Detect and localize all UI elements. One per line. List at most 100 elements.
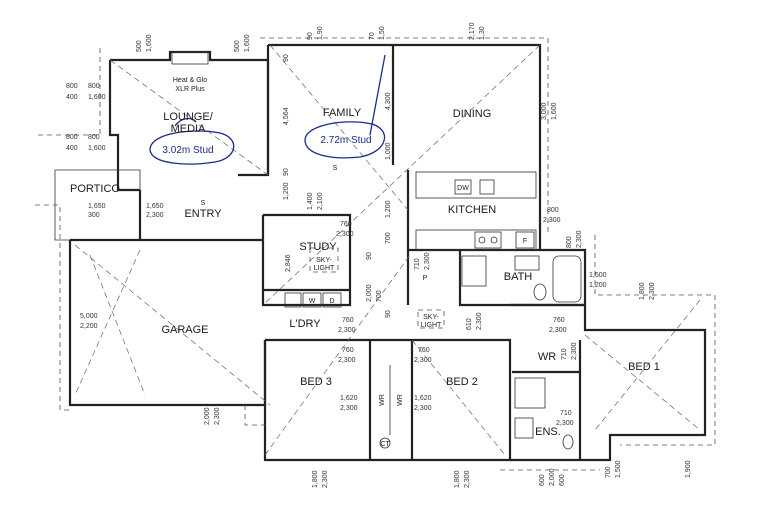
fireplace-model: XLR Plus bbox=[175, 86, 205, 93]
family-smoke-marker: S bbox=[333, 165, 338, 172]
dimension: 760 bbox=[342, 347, 354, 354]
ink-annotations bbox=[149, 54, 386, 165]
notes: Heat & Glo XLR Plus 3.02m Stud 2.72m Stu… bbox=[162, 77, 527, 448]
hip-line-6 bbox=[264, 254, 411, 456]
dimension: 2,300 bbox=[549, 327, 567, 334]
dryer-label: D bbox=[329, 298, 334, 305]
dimension: 760 bbox=[342, 317, 354, 324]
dimension: 800 bbox=[66, 134, 78, 141]
dimension: 610 bbox=[466, 318, 473, 330]
dimension: 1,800 bbox=[454, 470, 461, 488]
dimension: 1,500 bbox=[615, 460, 622, 478]
laundry-label: L'DRY bbox=[289, 318, 321, 330]
roofline-east bbox=[594, 235, 716, 446]
dimension: 2,300 bbox=[414, 357, 432, 364]
garage-label: GARAGE bbox=[161, 324, 208, 336]
dryer-icon bbox=[322, 292, 342, 308]
dimension: 2,300 bbox=[338, 327, 356, 334]
dimensions: 500 1,600 500 1,600 90 1,90 70 1,50 2,17… bbox=[66, 22, 692, 488]
hip-line-7 bbox=[411, 339, 506, 456]
dimension: 400 bbox=[66, 94, 78, 101]
skylight-label-2: LIGHT bbox=[314, 265, 335, 272]
dimension: 1,900 bbox=[685, 460, 692, 478]
ensuite-shower-icon bbox=[514, 377, 546, 409]
room-labels: LOUNGE/ MEDIA FAMILY DINING PORTICO ENTR… bbox=[70, 107, 660, 438]
ink-stroke bbox=[369, 54, 386, 136]
dimension: 1,600 bbox=[244, 34, 251, 52]
hip-line-8 bbox=[584, 334, 701, 431]
dimension: 2,300 bbox=[146, 212, 164, 219]
dimension: 1,200 bbox=[385, 200, 392, 218]
media-label: MEDIA bbox=[171, 123, 207, 135]
dimension: 2,300 bbox=[576, 230, 583, 248]
dimension: 2,300 bbox=[322, 470, 329, 488]
dimension: 1,620 bbox=[414, 395, 432, 402]
dimension: 1,000 bbox=[385, 142, 392, 160]
dimension: 2,170 bbox=[469, 22, 476, 40]
dimension: 1,90 bbox=[317, 26, 324, 40]
dimension: 2,300 bbox=[214, 407, 221, 425]
robe-label: WR bbox=[397, 394, 404, 406]
dimension: 2,300 bbox=[424, 252, 431, 270]
entry-label: ENTRY bbox=[184, 208, 222, 220]
skylight-hall-icon bbox=[417, 309, 445, 329]
dimension: 710 bbox=[561, 348, 568, 360]
ensuite-toilet-icon bbox=[562, 434, 574, 450]
hall-skylight-label: SKY- bbox=[423, 314, 439, 321]
dimension: 2,300 bbox=[571, 342, 578, 360]
dimension: 90 bbox=[283, 54, 290, 62]
dimension: 2,300 bbox=[340, 405, 358, 412]
dimension: 2,300 bbox=[543, 217, 561, 224]
hip-line-9 bbox=[594, 299, 701, 431]
fridge-icon bbox=[515, 231, 535, 249]
dimension: 800 bbox=[88, 134, 100, 141]
hip-line-4 bbox=[74, 244, 271, 406]
dimension: 5,000 bbox=[80, 313, 98, 320]
kitchen-label: KITCHEN bbox=[448, 204, 496, 216]
hip-line-1 bbox=[262, 44, 541, 306]
bed2-label: BED 2 bbox=[446, 376, 478, 388]
hip-lines bbox=[74, 44, 701, 456]
lounge-stud-note: 3.02m Stud bbox=[162, 145, 213, 156]
lounge-stud-circle bbox=[149, 130, 235, 165]
dimension: 1,50 bbox=[379, 26, 386, 40]
entry-smoke-marker: S bbox=[201, 200, 206, 207]
study-label: STUDY bbox=[299, 241, 337, 253]
dimension: 800 bbox=[566, 236, 573, 248]
dimension: 300 bbox=[88, 212, 100, 219]
ct-label: CT bbox=[380, 441, 390, 448]
main-north-wall bbox=[268, 43, 542, 250]
dimension: 1,600 bbox=[88, 145, 106, 152]
bath-label: BATH bbox=[504, 271, 533, 283]
dimension: 2,300 bbox=[556, 420, 574, 427]
roofline-west bbox=[35, 48, 101, 136]
hotplate-icon bbox=[478, 236, 486, 244]
dimension: 2,300 bbox=[414, 405, 432, 412]
dimension: 2,000 bbox=[204, 407, 211, 425]
dimension: 2,000 bbox=[366, 284, 373, 302]
lounge-label: LOUNGE/ bbox=[163, 111, 213, 123]
vanity-icon bbox=[514, 255, 540, 271]
dimension: 2,300 bbox=[336, 231, 354, 238]
dimension: 2,300 bbox=[476, 312, 483, 330]
ensuite-label: ENS. bbox=[535, 426, 561, 438]
roofline-portico bbox=[35, 204, 70, 411]
skylight-label: SKY- bbox=[316, 257, 332, 264]
kitchen-island-icon bbox=[415, 171, 537, 199]
dimension: 90 bbox=[385, 310, 392, 318]
study-walls bbox=[261, 213, 352, 307]
dimension: 2,300 bbox=[338, 357, 356, 364]
hall-skylight-label-2: LIGHT bbox=[421, 322, 442, 329]
hip-line-5 bbox=[74, 249, 141, 396]
lounge-west-wall bbox=[108, 60, 140, 192]
dimension: 500 bbox=[136, 40, 143, 52]
dimension: 1,650 bbox=[146, 203, 164, 210]
dimension: 800 bbox=[88, 83, 100, 90]
dimension: 700 bbox=[605, 466, 612, 478]
dimension: 710 bbox=[414, 258, 421, 270]
dimension: 1,600 bbox=[551, 102, 558, 120]
bed1-label: BED 1 bbox=[628, 361, 660, 373]
family-stud-circle bbox=[304, 121, 386, 159]
skylight-study-icon bbox=[309, 247, 339, 273]
